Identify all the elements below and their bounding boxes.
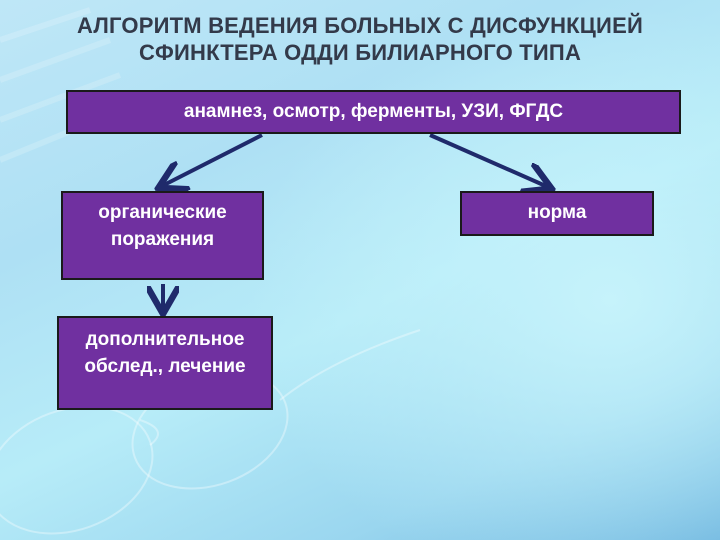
node-organic-lesions: органические поражения	[61, 191, 264, 280]
node-organic-line-1: органические	[98, 202, 227, 223]
node-organic-line-2: поражения	[110, 229, 215, 250]
node-additional-line-1: дополнительное	[85, 329, 245, 350]
node-norm-text: норма	[527, 202, 587, 223]
title-line-1: АЛГОРИТМ ВЕДЕНИЯ БОЛЬНЫХ С ДИСФУНКЦИЕЙ	[77, 13, 643, 38]
slide-title: АЛГОРИТМ ВЕДЕНИЯ БОЛЬНЫХ С ДИСФУНКЦИЕЙ С…	[0, 12, 720, 66]
node-additional-exam-treatment: дополнительное обслед., лечение	[57, 316, 273, 410]
arrow-to-norm	[429, 133, 548, 187]
title-line-2: СФИНКТЕРА ОДДИ БИЛИАРНОГО ТИПА	[138, 40, 582, 65]
node-anamnesis-exam: анамнез, осмотр, ферменты, УЗИ, ФГДС	[66, 90, 681, 134]
arrow-to-organic	[162, 133, 263, 186]
node-anamnesis-text: анамнез, осмотр, ферменты, УЗИ, ФГДС	[183, 101, 564, 122]
node-norm: норма	[460, 191, 654, 236]
node-additional-line-2: обслед., лечение	[84, 356, 246, 377]
